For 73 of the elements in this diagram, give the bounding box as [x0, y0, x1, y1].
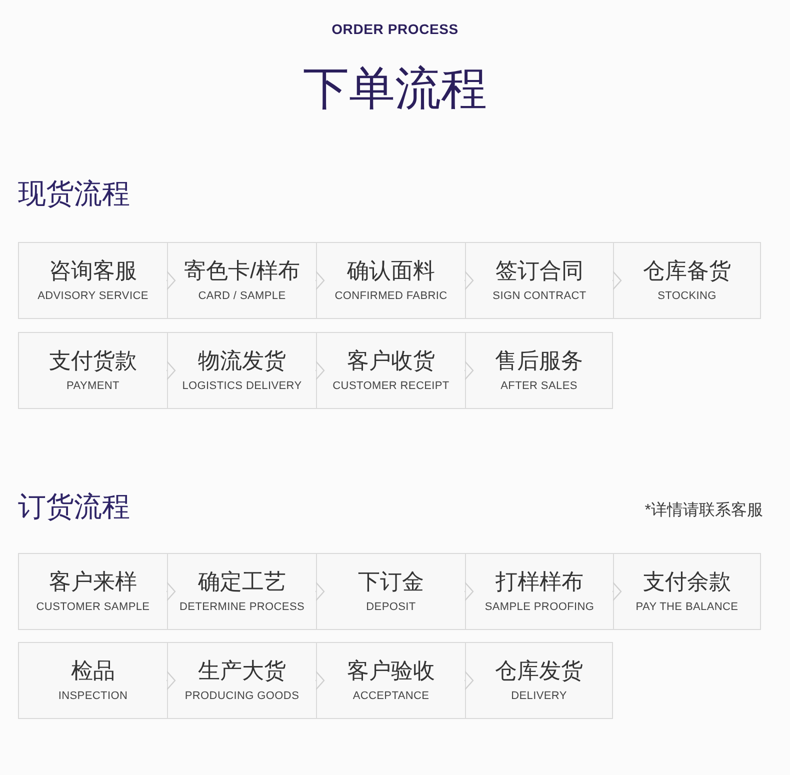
step-subtitle: CONFIRMED FABRIC [334, 290, 448, 303]
step-title: 确定工艺 [198, 569, 286, 595]
process-step [316, 553, 465, 630]
step-title: 确认面料 [347, 258, 435, 284]
process-step [18, 242, 167, 319]
step-subtitle: STOCKING [658, 290, 716, 303]
section-heading: 现货流程 [18, 177, 130, 211]
step-subtitle: CUSTOMER RECEIPT [332, 380, 450, 393]
chevron-arrow [464, 582, 474, 602]
chevron-arrow [464, 360, 474, 380]
step-title: 支付货款 [49, 348, 137, 374]
chevron-arrow [464, 670, 474, 690]
chevron-arrow [166, 582, 176, 602]
process-step [167, 642, 316, 719]
section-heading: 订货流程 [18, 490, 130, 524]
process-step [18, 553, 167, 630]
step-subtitle: AFTER SALES [500, 380, 578, 393]
process-step [316, 242, 465, 319]
step-title: 支付余款 [643, 569, 731, 595]
step-title: 签订合同 [496, 258, 584, 284]
step-title: 打样样布 [496, 569, 584, 595]
step-subtitle: SAMPLE PROOFING [484, 601, 594, 614]
step-subtitle: CARD / SAMPLE [198, 290, 286, 303]
process-step [613, 242, 761, 319]
chevron-arrow [315, 270, 325, 290]
step-title: 物流发货 [198, 348, 286, 374]
step-title: 仓库发货 [495, 658, 583, 684]
process-step [18, 332, 167, 409]
step-title: 寄色卡/样布 [184, 258, 300, 284]
step-subtitle: INSPECTION [58, 690, 128, 703]
process-step [316, 642, 465, 719]
step-subtitle: SIGN CONTRACT [492, 290, 586, 303]
step-subtitle: ACCEPTANCE [352, 690, 430, 703]
chevron-arrow [166, 360, 176, 380]
chevron-arrow [612, 582, 622, 602]
page-title: 下单流程 [303, 61, 487, 115]
step-title: 生产大货 [198, 658, 286, 684]
process-step [167, 242, 316, 319]
step-title: 客户来样 [49, 569, 137, 595]
process-step [465, 553, 613, 630]
chevron-arrow [315, 582, 325, 602]
note: *详情请联系客服 [644, 501, 763, 521]
step-subtitle: DEPOSIT [366, 601, 416, 614]
step-subtitle: DELIVERY [511, 690, 567, 703]
process-step [465, 332, 613, 409]
step-subtitle: DETERMINE PROCESS [179, 601, 305, 614]
step-title: 下订金 [358, 569, 424, 595]
chevron-arrow [315, 360, 325, 380]
step-subtitle: PAYMENT [66, 380, 120, 393]
step-title: 仓库备货 [643, 258, 731, 284]
step-title: 检品 [71, 658, 115, 684]
step-subtitle: LOGISTICS DELIVERY [182, 380, 302, 393]
chevron-arrow [166, 270, 176, 290]
chevron-arrow [315, 670, 325, 690]
step-subtitle: PAY THE BALANCE [636, 601, 738, 614]
step-subtitle: CUSTOMER SAMPLE [36, 601, 150, 614]
process-step [613, 553, 761, 630]
step-subtitle: ADVISORY SERVICE [38, 290, 148, 303]
process-step [316, 332, 465, 409]
process-step [465, 642, 613, 719]
step-title: 客户收货 [347, 348, 435, 374]
process-step [465, 242, 613, 319]
step-title: 咨询客服 [49, 258, 137, 284]
step-title: 售后服务 [495, 348, 583, 374]
process-step [167, 553, 316, 630]
chevron-arrow [464, 270, 474, 290]
step-subtitle: PRODUCING GOODS [184, 690, 300, 703]
chevron-arrow [612, 270, 622, 290]
process-step [167, 332, 316, 409]
step-title: 客户验收 [347, 658, 435, 684]
process-step [18, 642, 167, 719]
subtitle: ORDER PROCESS [332, 20, 458, 38]
chevron-arrow [166, 670, 176, 690]
